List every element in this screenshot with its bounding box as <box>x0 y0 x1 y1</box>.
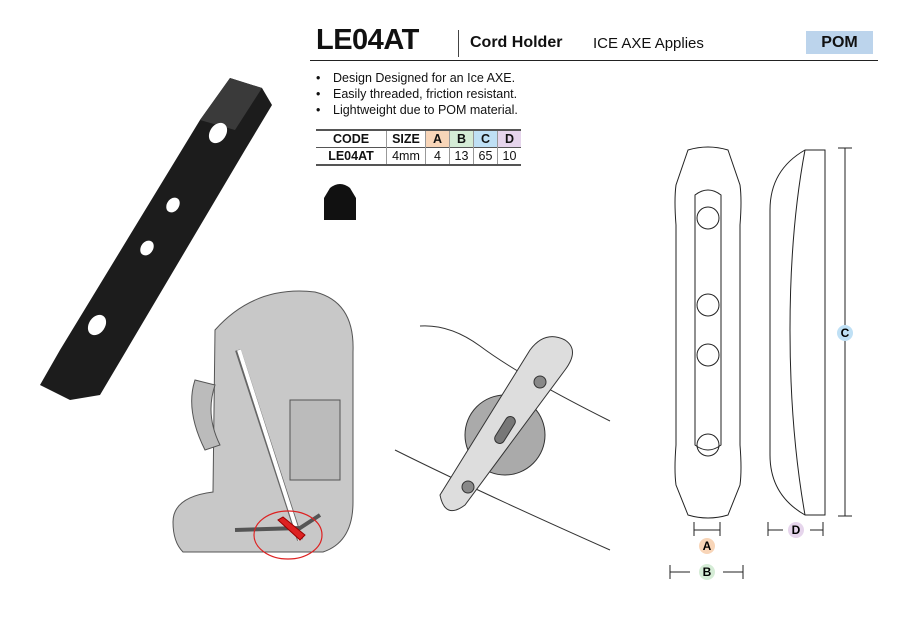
spec-table: CODE SIZE A B C D LE04AT 4mm 4 13 65 10 <box>316 129 521 166</box>
product-application: ICE AXE Applies <box>593 35 704 52</box>
col-d: D <box>497 130 521 148</box>
dimension-c: C <box>841 326 850 340</box>
header-rule <box>310 60 878 61</box>
col-a: A <box>425 130 450 148</box>
dimension-a: A <box>703 539 712 553</box>
feature-list: Design Designed for an Ice AXE. Easily t… <box>316 70 518 118</box>
col-size: SIZE <box>386 130 426 148</box>
material-badge: POM <box>806 31 873 54</box>
col-code: CODE <box>332 132 370 146</box>
dimension-d: D <box>792 523 801 537</box>
table-row: LE04AT 4mm 4 13 65 10 <box>316 147 521 165</box>
usage-illustration <box>394 325 611 551</box>
product-photo <box>40 78 272 400</box>
dimension-b: B <box>703 565 712 579</box>
col-b: B <box>449 130 474 148</box>
col-c: C <box>473 130 498 148</box>
dimension-labels: C A D B <box>699 325 853 580</box>
technical-drawing <box>669 146 852 579</box>
feature-item: Design Designed for an Ice AXE. <box>316 70 518 86</box>
backpack-icon <box>324 184 356 220</box>
feature-item: Easily threaded, friction resistant. <box>316 86 518 102</box>
product-code: LE04AT <box>316 24 419 56</box>
product-name: Cord Holder <box>470 34 563 51</box>
backpack-illustration <box>172 290 354 560</box>
divider <box>458 30 459 57</box>
feature-item: Lightweight due to POM material. <box>316 102 518 118</box>
